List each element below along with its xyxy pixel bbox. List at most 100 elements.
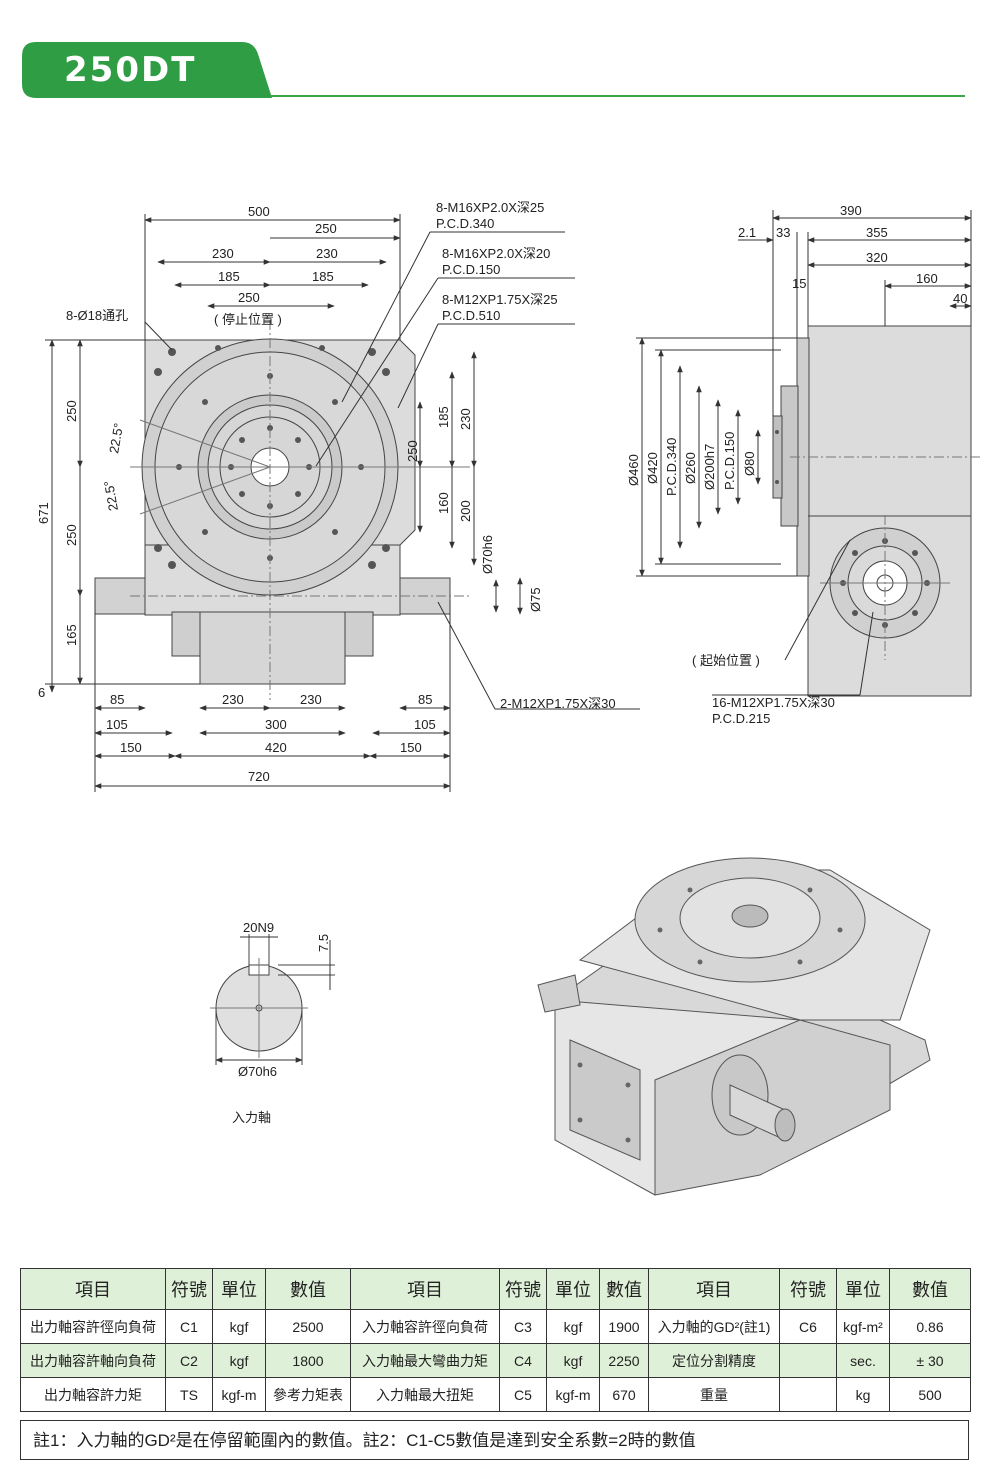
- cell: kg: [836, 1377, 890, 1412]
- dim-185-right: 185: [312, 269, 334, 284]
- callout-pcd340: P.C.D.340: [436, 216, 494, 231]
- col-unit-3: 單位: [836, 1268, 890, 1310]
- cell: C4: [499, 1343, 547, 1378]
- col-symbol-2: 符號: [499, 1268, 547, 1310]
- col-symbol-1: 符號: [165, 1268, 213, 1310]
- callout-m16-20: 8-M16XP2.0X深20: [442, 246, 550, 261]
- cell: kgf: [212, 1343, 266, 1378]
- cell: C2: [165, 1343, 213, 1378]
- dim-720: 720: [248, 769, 270, 784]
- dim-230-right: 230: [316, 246, 338, 261]
- cell: 500: [889, 1377, 971, 1412]
- dim-185-left: 185: [218, 269, 240, 284]
- dim-2-1: 2.1: [738, 225, 756, 240]
- dim-75: Ø75: [528, 587, 543, 612]
- spec-table: 項目 符號 單位 數值 項目 符號 單位 數值 項目 符號 單位 數值 出力軸容…: [20, 1268, 971, 1412]
- dim-230-bl: 230: [222, 692, 244, 707]
- angle-lower: 22.5°: [101, 479, 121, 512]
- cell: sec.: [836, 1343, 890, 1378]
- product-3d-view: [537, 857, 931, 1196]
- dim-250-stop: 250: [238, 290, 260, 305]
- cell: 出力軸容許軸向負荷: [20, 1343, 166, 1378]
- col-value-2: 數值: [599, 1268, 649, 1310]
- dim-250-lower: 250: [64, 524, 79, 546]
- front-view: [45, 214, 640, 792]
- col-unit-2: 單位: [546, 1268, 600, 1310]
- dim-160-side: 160: [916, 271, 938, 286]
- dim-230-br: 230: [300, 692, 322, 707]
- table-note: 註1：入力軸的GD²是在停留範圍內的數值。註2：C1-C5數值是達到安全系數=2…: [20, 1420, 969, 1460]
- shaft-detail: [210, 934, 335, 1065]
- side-callout-m12: 16-M12XP1.75X深30: [712, 695, 835, 710]
- dim-671: 671: [36, 502, 51, 524]
- table-row: 出力軸容許徑向負荷 C1 kgf 2500 入力軸容許徑向負荷 C3 kgf 1…: [20, 1309, 971, 1344]
- cell: 670: [599, 1377, 649, 1412]
- cell: TS: [165, 1377, 213, 1412]
- callout-m16-25: 8-M16XP2.0X深25: [436, 200, 544, 215]
- technical-drawing: 500 250 230 230 185 185 250 ( 停止位置 ) 8-M…: [36, 200, 980, 1196]
- start-position-label: ( 起始位置 ): [692, 653, 760, 668]
- col-value-1: 數值: [265, 1268, 351, 1310]
- dim-105-left: 105: [106, 717, 128, 732]
- cell: kgf-m²: [836, 1309, 890, 1344]
- col-item-1: 項目: [20, 1268, 166, 1310]
- angle-upper: 22.5°: [106, 422, 126, 455]
- cell: 入力軸最大扭矩: [350, 1377, 500, 1412]
- cell: kgf-m: [212, 1377, 266, 1412]
- cell: kgf: [546, 1343, 600, 1378]
- cell: kgf: [546, 1309, 600, 1344]
- col-unit-1: 單位: [212, 1268, 266, 1310]
- cell: 定位分割精度: [648, 1343, 780, 1378]
- dim-pcd150: P.C.D.150: [722, 432, 737, 490]
- dim-15: 15: [792, 276, 806, 291]
- page-title: 250DT: [64, 50, 197, 90]
- dim-230-vert: 230: [458, 408, 473, 430]
- dim-420-dia: Ø420: [645, 452, 660, 484]
- dim-33: 33: [776, 225, 790, 240]
- callout-m12-30: 2-M12XP1.75X深30: [500, 696, 616, 711]
- dim-300: 300: [265, 717, 287, 732]
- title-tab: [22, 42, 272, 98]
- side-callout-pcd215: P.C.D.215: [712, 711, 770, 726]
- cell: C3: [499, 1309, 547, 1344]
- dim-200-vert: 200: [458, 500, 473, 522]
- dim-165: 165: [64, 624, 79, 646]
- cell: 出力軸容許徑向負荷: [20, 1309, 166, 1344]
- dim-105-right: 105: [414, 717, 436, 732]
- dim-250-top: 250: [315, 221, 337, 236]
- dim-460: Ø460: [626, 454, 641, 486]
- dim-200h7: Ø200h7: [702, 444, 717, 490]
- col-symbol-3: 符號: [779, 1268, 837, 1310]
- dim-40: 40: [953, 291, 967, 306]
- cell: 出力軸容許力矩: [20, 1377, 166, 1412]
- cell: [779, 1377, 837, 1412]
- cell: 參考力矩表: [265, 1377, 351, 1412]
- dim-320: 320: [866, 250, 888, 265]
- dim-pcd340: P.C.D.340: [664, 438, 679, 496]
- cell: kgf: [212, 1309, 266, 1344]
- cell: 重量: [648, 1377, 780, 1412]
- key-width: 20N9: [243, 920, 274, 935]
- callout-m12-25: 8-M12XP1.75X深25: [442, 292, 558, 307]
- cell: 0.86: [889, 1309, 971, 1344]
- shaft-diameter: Ø70h6: [238, 1064, 277, 1079]
- cell: 入力軸容許徑向負荷: [350, 1309, 500, 1344]
- cell: 1900: [599, 1309, 649, 1344]
- dim-70h6: Ø70h6: [480, 535, 495, 574]
- callout-pcd150: P.C.D.150: [442, 262, 500, 277]
- cell: kgf-m: [546, 1377, 600, 1412]
- dim-500: 500: [248, 204, 270, 219]
- dim-420: 420: [265, 740, 287, 755]
- dim-185-vert: 185: [436, 406, 451, 428]
- cell: C1: [165, 1309, 213, 1344]
- col-item-2: 項目: [350, 1268, 500, 1310]
- title-rule: [270, 95, 965, 97]
- dim-355: 355: [866, 225, 888, 240]
- table-header-row: 項目 符號 單位 數值 項目 符號 單位 數值 項目 符號 單位 數值: [20, 1268, 971, 1310]
- dim-85-right: 85: [418, 692, 432, 707]
- dim-250-upper: 250: [64, 400, 79, 422]
- cell: 入力軸最大彎曲力矩: [350, 1343, 500, 1378]
- cell: [779, 1343, 837, 1378]
- shaft-caption: 入力軸: [232, 1110, 271, 1125]
- table-row: 出力軸容許軸向負荷 C2 kgf 1800 入力軸最大彎曲力矩 C4 kgf 2…: [20, 1343, 971, 1378]
